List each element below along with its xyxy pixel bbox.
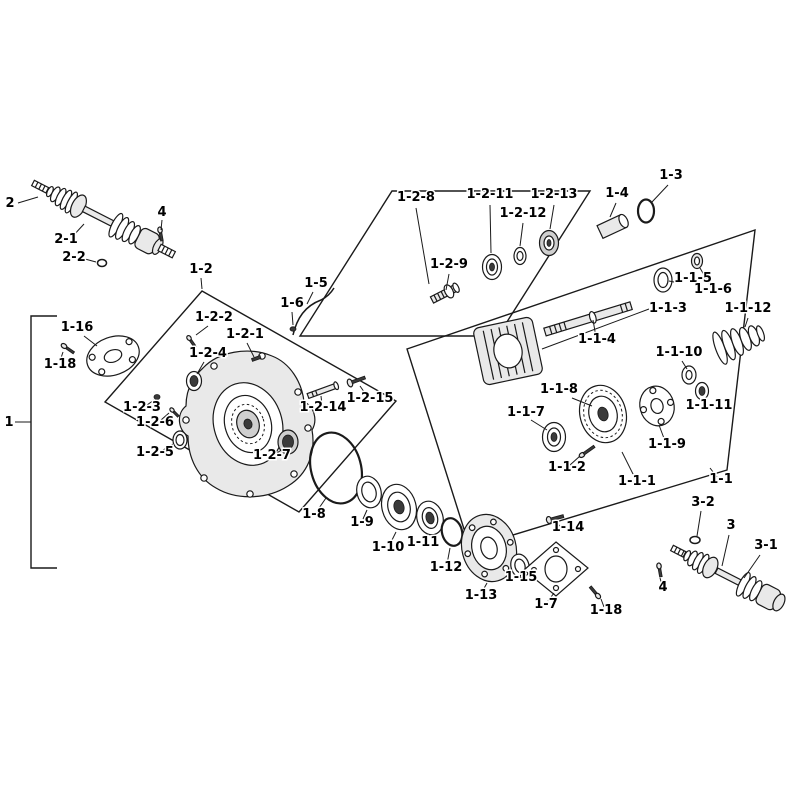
part-label-2-1: 2-1 bbox=[54, 232, 78, 247]
cv-axle-right bbox=[669, 544, 786, 612]
part-label-1-11: 1-11 bbox=[407, 535, 440, 550]
part-label-1-12: 1-12 bbox=[430, 560, 463, 575]
pin-1-2-1 bbox=[250, 354, 262, 362]
pinion-bearing-kit bbox=[429, 229, 560, 304]
gasket-1-7 bbox=[523, 541, 589, 597]
part-label-1-1-1: 1-1-1 bbox=[618, 474, 656, 489]
part-label-1-3: 1-3 bbox=[659, 168, 683, 183]
part-label-1-1-5: 1-1-5 bbox=[674, 271, 712, 286]
bevel-case-1-1-3 bbox=[473, 316, 543, 386]
part-label-1-7: 1-7 bbox=[534, 597, 558, 612]
o-ring-3-2 bbox=[689, 535, 701, 545]
part-label-1-2-7: 1-2-7 bbox=[253, 448, 291, 463]
output-gear-stack bbox=[309, 431, 602, 600]
bolt-1-18-left bbox=[60, 342, 76, 355]
cover-1-13 bbox=[460, 513, 518, 583]
part-label-1-15: 1-15 bbox=[505, 570, 538, 585]
bolt-1-2-2 bbox=[186, 334, 197, 349]
pinion-shaft-1-1-4 bbox=[543, 301, 633, 337]
part-label-1-2-9: 1-2-9 bbox=[430, 257, 468, 272]
part-label-1-4: 1-4 bbox=[605, 186, 629, 201]
part-label-1-1-3: 1-1-3 bbox=[649, 301, 687, 316]
part-label-1-2-2: 1-2-2 bbox=[195, 310, 233, 325]
part-label-1-5: 1-5 bbox=[304, 276, 328, 291]
bolt-1-2-15 bbox=[346, 375, 367, 388]
housing-small-parts bbox=[153, 334, 367, 455]
part-label-1-1-12: 1-1-12 bbox=[725, 301, 772, 316]
snap-ring-1-12 bbox=[440, 517, 464, 547]
bolt-1-1-2 bbox=[578, 444, 596, 459]
pinion-gear-1-2-9 bbox=[429, 282, 460, 304]
part-label-1-2-3: 1-2-3 bbox=[123, 400, 161, 415]
bolt-4-bottom bbox=[656, 562, 663, 578]
part-label-1-2-1: 1-2-1 bbox=[226, 327, 264, 342]
differential-assembly bbox=[473, 252, 766, 459]
part-label-1-1-2: 1-1-2 bbox=[548, 460, 586, 475]
part-label-1-9: 1-9 bbox=[350, 515, 374, 530]
part-label-1-2-5: 1-2-5 bbox=[136, 445, 174, 460]
part-label-1-2: 1-2 bbox=[189, 262, 213, 277]
part-label-1: 1 bbox=[4, 415, 13, 430]
part-label-1-2-14: 1-2-14 bbox=[300, 400, 347, 415]
subgroup-box-1-1 bbox=[406, 228, 756, 549]
part-label-1-1-7: 1-1-7 bbox=[507, 405, 545, 420]
coupling-boot-1-1-12 bbox=[712, 325, 766, 365]
shaft-1-2-14 bbox=[306, 381, 340, 400]
o-ring-2-2 bbox=[96, 258, 108, 268]
ring-gear-1-1-8 bbox=[578, 384, 628, 444]
cv-axle-left bbox=[30, 179, 177, 259]
part-label-1-1-6: 1-1-6 bbox=[694, 282, 732, 297]
part-label-3-1: 3-1 bbox=[754, 538, 778, 553]
part-label-4-bottom: 4 bbox=[658, 580, 667, 595]
leader-lines bbox=[15, 184, 761, 608]
pipe-clip-1-6 bbox=[289, 326, 297, 332]
subgroup-box-1-2 bbox=[103, 290, 398, 513]
bolt-1-18-bottom bbox=[588, 585, 602, 600]
callout-labels: 2 2-1 2-2 4 1-3 1-4 1-2-8 1-2-11 1-2-13 … bbox=[3, 167, 779, 620]
o-ring-1-8 bbox=[309, 431, 363, 505]
bearing-1-11 bbox=[416, 500, 444, 536]
part-label-3: 3 bbox=[726, 518, 735, 533]
part-label-1-2-15: 1-2-15 bbox=[347, 391, 394, 406]
collar-1-4 bbox=[596, 213, 629, 240]
part-label-2-2: 2-2 bbox=[62, 250, 86, 265]
part-label-1-2-4: 1-2-4 bbox=[189, 346, 227, 361]
o-ring-1-3 bbox=[636, 198, 656, 224]
gear-1-10 bbox=[380, 483, 418, 531]
part-label-1-1-9: 1-1-9 bbox=[648, 437, 686, 452]
part-label-1-2-11: 1-2-11 bbox=[467, 187, 514, 202]
part-label-1-1-10: 1-1-10 bbox=[656, 345, 703, 360]
part-label-1-18-left: 1-18 bbox=[44, 357, 77, 372]
part-label-1-2-6: 1-2-6 bbox=[136, 415, 174, 430]
part-label-1-18-bottom: 1-18 bbox=[590, 603, 623, 618]
bearing-plate-1-16 bbox=[86, 335, 140, 377]
part-label-1-1-11: 1-1-11 bbox=[686, 398, 733, 413]
part-label-1-2-8: 1-2-8 bbox=[397, 190, 435, 205]
breather-pipe-1-5 bbox=[292, 287, 335, 336]
part-label-1-6: 1-6 bbox=[280, 296, 304, 311]
bolt-1-14 bbox=[545, 514, 565, 525]
part-label-1-1: 1-1 bbox=[709, 472, 733, 487]
part-label-1-1-4: 1-1-4 bbox=[578, 332, 616, 347]
part-label-1-2-12: 1-2-12 bbox=[500, 206, 547, 221]
part-label-3-2: 3-2 bbox=[691, 495, 715, 510]
part-label-1-14: 1-14 bbox=[552, 520, 585, 535]
part-label-1-2-13: 1-2-13 bbox=[531, 187, 578, 202]
part-label-1-1-8: 1-1-8 bbox=[540, 382, 578, 397]
part-label-1-10: 1-10 bbox=[372, 540, 405, 555]
screw-1-2-3 bbox=[153, 394, 161, 400]
part-label-1-8: 1-8 bbox=[302, 507, 326, 522]
part-label-1-16: 1-16 bbox=[61, 320, 94, 335]
screw-1-2-6 bbox=[169, 407, 180, 418]
flange-1-1-9 bbox=[639, 385, 675, 427]
washer-1-9 bbox=[356, 475, 382, 509]
gearcase-housing bbox=[178, 350, 316, 498]
part-label-1-13: 1-13 bbox=[465, 588, 498, 603]
part-label-4-top: 4 bbox=[157, 205, 166, 220]
part-label-2: 2 bbox=[5, 196, 14, 211]
shim-1-15 bbox=[510, 553, 530, 579]
assembly-bracket-1 bbox=[30, 315, 57, 569]
